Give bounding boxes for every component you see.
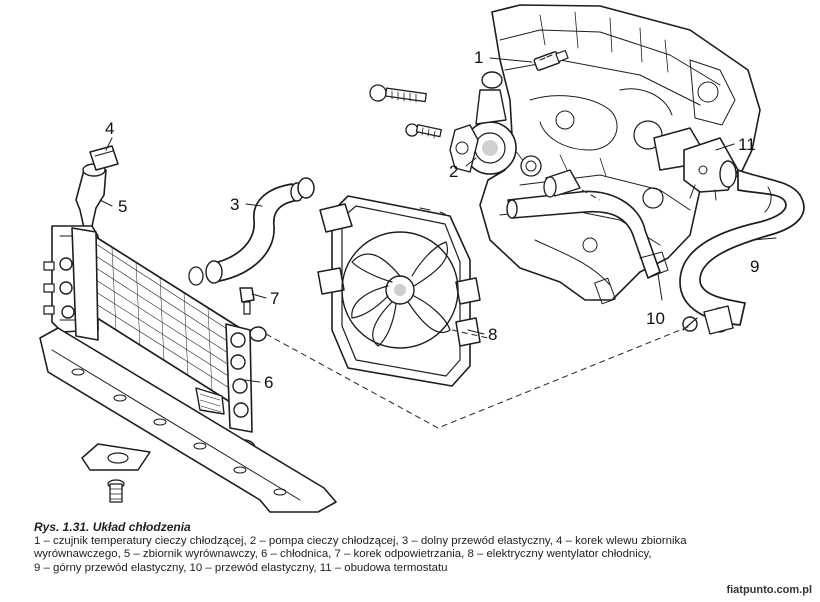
caption-line: wyrównawczego, 5 – zbiornik wyrównawczy,… <box>34 548 652 561</box>
caption-title: Rys. 1.31. Układ chłodzenia <box>34 520 191 534</box>
callout-1: 1 <box>474 48 483 67</box>
caption-line: 1 – czujnik temperatury cieczy chłodzące… <box>34 534 687 547</box>
callout-10: 10 <box>646 309 665 328</box>
electric-fan <box>317 195 481 387</box>
callout-9: 9 <box>750 257 759 276</box>
callout-3: 3 <box>230 195 239 214</box>
callout-5: 5 <box>118 197 127 216</box>
front-crossmember <box>39 327 337 513</box>
reservoir-cap <box>89 145 119 171</box>
callout-8: 8 <box>488 325 497 344</box>
connection-lines <box>265 189 691 429</box>
callout-4: 4 <box>105 119 114 138</box>
radiator <box>59 227 267 457</box>
lower-radiator-hose <box>188 177 315 286</box>
hose-10 <box>506 169 669 279</box>
caption-body: 1 – czujnik temperatury cieczy chłodzące… <box>34 535 794 576</box>
caption-line: 9 – górny przewód elastyczny, 10 – przew… <box>34 561 448 574</box>
callout-7: 7 <box>270 289 279 308</box>
upper-radiator-hose <box>679 169 805 335</box>
callout-11: 11 <box>738 135 756 154</box>
figure-caption: Rys. 1.31. Układ chłodzenia 1 – czujnik … <box>34 520 794 576</box>
watermark: fiatpunto.com.pl <box>726 584 812 596</box>
pump-bolts <box>369 84 442 139</box>
bleed-plug <box>239 287 255 315</box>
coolant-temperature-sensor <box>533 49 569 71</box>
thermostat-housing <box>653 127 739 201</box>
callout-2: 2 <box>449 162 458 181</box>
callout-6: 6 <box>264 373 273 392</box>
cooling-system-diagram: 1 2 3 4 5 6 7 8 9 10 11 <box>39 4 805 513</box>
water-pump <box>449 71 542 177</box>
leader-lines <box>99 57 777 383</box>
mounting-bracket <box>81 443 151 503</box>
